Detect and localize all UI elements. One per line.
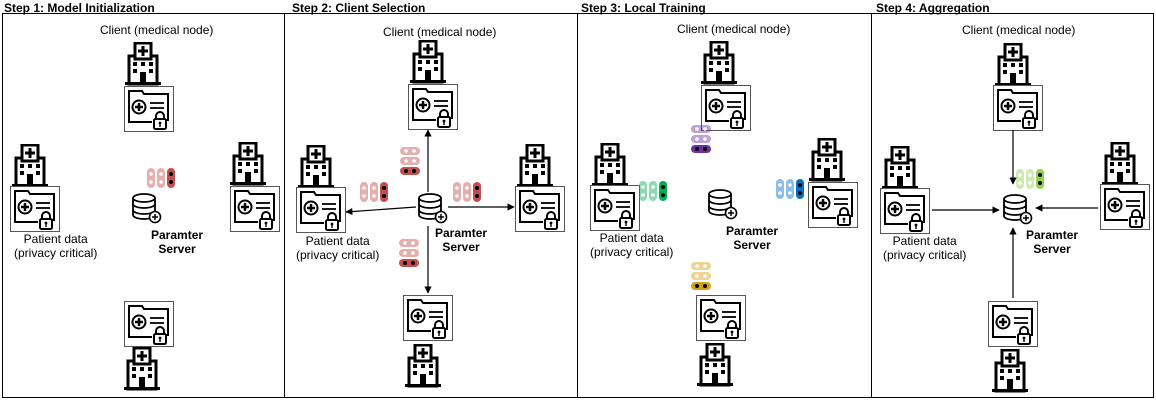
patient-record-icon: [1100, 184, 1150, 230]
aggregated-model-icon: [1016, 169, 1044, 189]
patient-data-label: Patient data (privacy critical): [14, 232, 98, 260]
model-icon: [453, 182, 481, 202]
hospital-icon: [990, 349, 1030, 393]
hospital-icon: [515, 144, 555, 188]
hospital-icon: [1100, 142, 1140, 186]
step-4-title: Step 4: Aggregation: [876, 1, 990, 15]
hospital-icon: [122, 347, 162, 391]
patient-record-icon: [515, 186, 565, 232]
step-1-title: Step 1: Model Initialization: [4, 1, 155, 15]
step-3-title: Step 3: Local Training: [581, 1, 706, 15]
database-server-icon: [418, 193, 448, 224]
patient-data-label: Patient data (privacy critical): [590, 231, 674, 259]
local-model-icon: [639, 181, 667, 201]
hospital-icon: [296, 145, 336, 189]
patient-record-icon: [993, 85, 1043, 131]
patient-record-icon: [880, 188, 930, 234]
hospital-icon: [699, 41, 739, 85]
patient-record-icon: [988, 301, 1038, 347]
database-server-icon: [708, 189, 738, 220]
hospital-icon: [880, 146, 920, 190]
patient-record-icon: [696, 295, 746, 341]
local-model-icon: [691, 125, 711, 153]
patient-record-icon: [230, 186, 280, 232]
patient-record-icon: [124, 86, 174, 132]
step-4-panel: [871, 13, 1154, 398]
hospital-icon: [10, 144, 50, 188]
model-icon: [399, 239, 419, 267]
database-server-icon: [1003, 194, 1033, 225]
patient-record-icon: [124, 301, 174, 347]
patient-record-icon: [701, 85, 751, 131]
client-label: Client (medical node): [100, 23, 214, 37]
step-1-art: [10, 42, 280, 391]
patient-record-icon: [408, 84, 458, 130]
hospital-icon: [403, 344, 443, 388]
server-label: Paramter Server: [151, 228, 204, 256]
hospital-icon: [695, 343, 735, 387]
patient-record-icon: [808, 182, 858, 228]
patient-record-icon: [296, 187, 346, 233]
model-icon: [360, 182, 388, 202]
hospital-icon: [228, 142, 268, 186]
hospital-icon: [123, 42, 163, 86]
client-label: Client (medical node): [962, 23, 1076, 37]
step-3-art: [590, 41, 858, 387]
step-2-art: [296, 40, 565, 388]
step-4-art: [880, 43, 1150, 393]
local-model-icon: [776, 179, 804, 199]
patient-data-label: Patient data (privacy critical): [296, 234, 380, 262]
patient-record-icon: [590, 185, 640, 231]
hospital-icon: [408, 40, 448, 84]
model-icon: [400, 147, 420, 175]
patient-record-icon: [10, 186, 60, 232]
database-server-icon: [132, 193, 162, 224]
hospital-icon: [993, 43, 1033, 87]
client-label: Client (medical node): [677, 22, 791, 36]
server-label: Paramter Server: [435, 226, 488, 254]
local-model-icon: [691, 262, 711, 290]
hospital-icon: [807, 138, 847, 182]
client-label: Client (medical node): [383, 25, 497, 39]
server-label: Paramter Server: [726, 224, 779, 252]
server-label: Paramter Server: [1026, 228, 1079, 256]
hospital-icon: [590, 143, 630, 187]
patient-data-label: Patient data (privacy critical): [883, 234, 967, 262]
global-model-icon: [147, 168, 175, 188]
patient-record-icon: [403, 295, 453, 341]
step-2-title: Step 2: Client Selection: [292, 1, 426, 15]
